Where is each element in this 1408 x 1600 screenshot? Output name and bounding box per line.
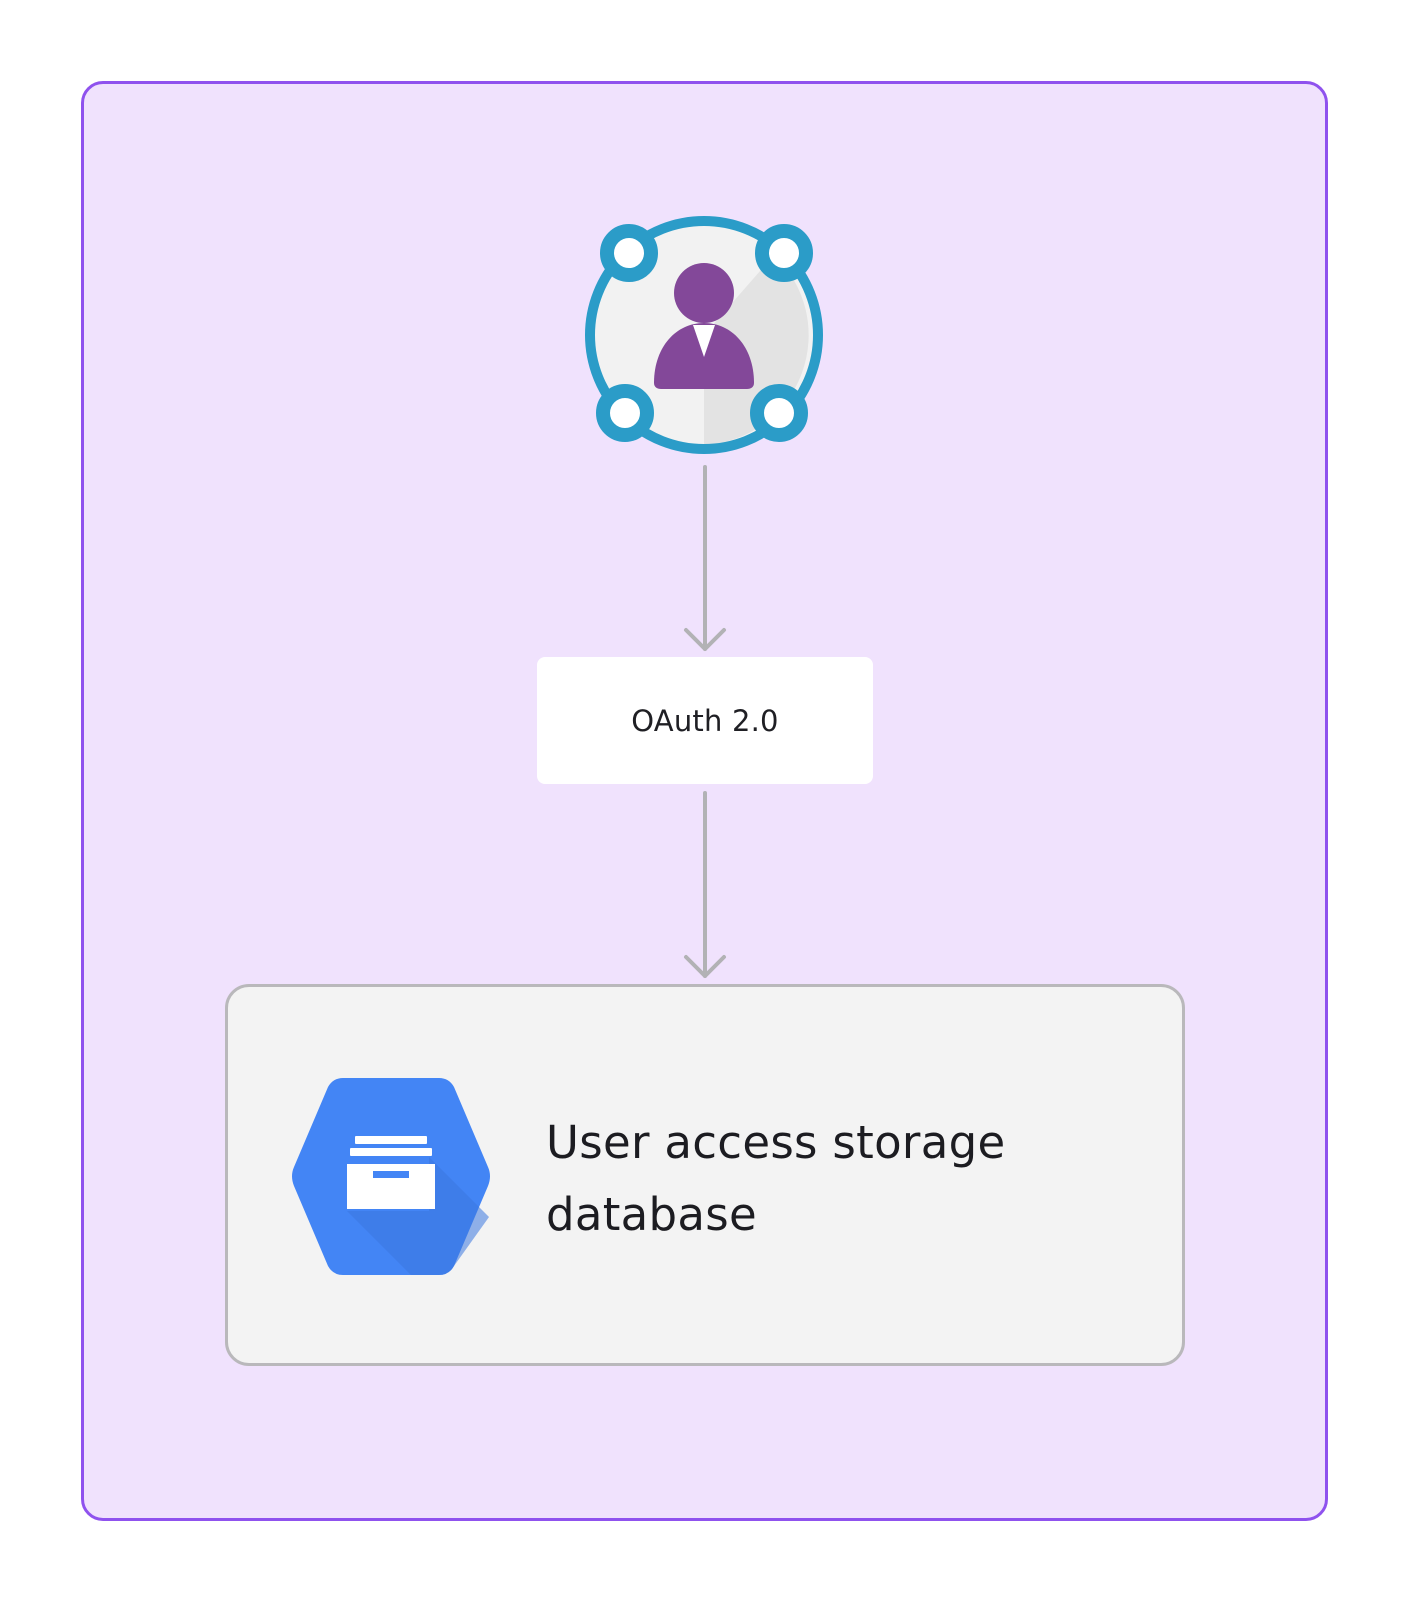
node-top-left: [600, 224, 658, 282]
archive-lid-top: [355, 1136, 427, 1144]
user-icon-nodes: [596, 224, 813, 442]
user-icon-ring: [585, 216, 823, 454]
database-node-label: User access storage database: [546, 1116, 1006, 1241]
filestore-archive-icon: [291, 1078, 491, 1275]
hexagon-shadow: [347, 1157, 489, 1275]
person-head: [674, 263, 734, 323]
user-network-icon-graphic: [585, 216, 823, 454]
user-network-icon[interactable]: [584, 207, 824, 459]
filestore-archive-icon-graphic: [292, 1078, 490, 1275]
node-bottom-right: [750, 384, 808, 442]
oauth-node-label: OAuth 2.0: [631, 703, 779, 738]
oauth-node[interactable]: OAuth 2.0: [537, 657, 873, 784]
node-top-right: [755, 224, 813, 282]
person-collar: [693, 325, 715, 357]
archive-lid-mid: [350, 1148, 432, 1156]
archive-drawer: [347, 1164, 435, 1209]
database-node[interactable]: User access storage database: [225, 984, 1185, 1366]
node-bottom-left: [596, 384, 654, 442]
